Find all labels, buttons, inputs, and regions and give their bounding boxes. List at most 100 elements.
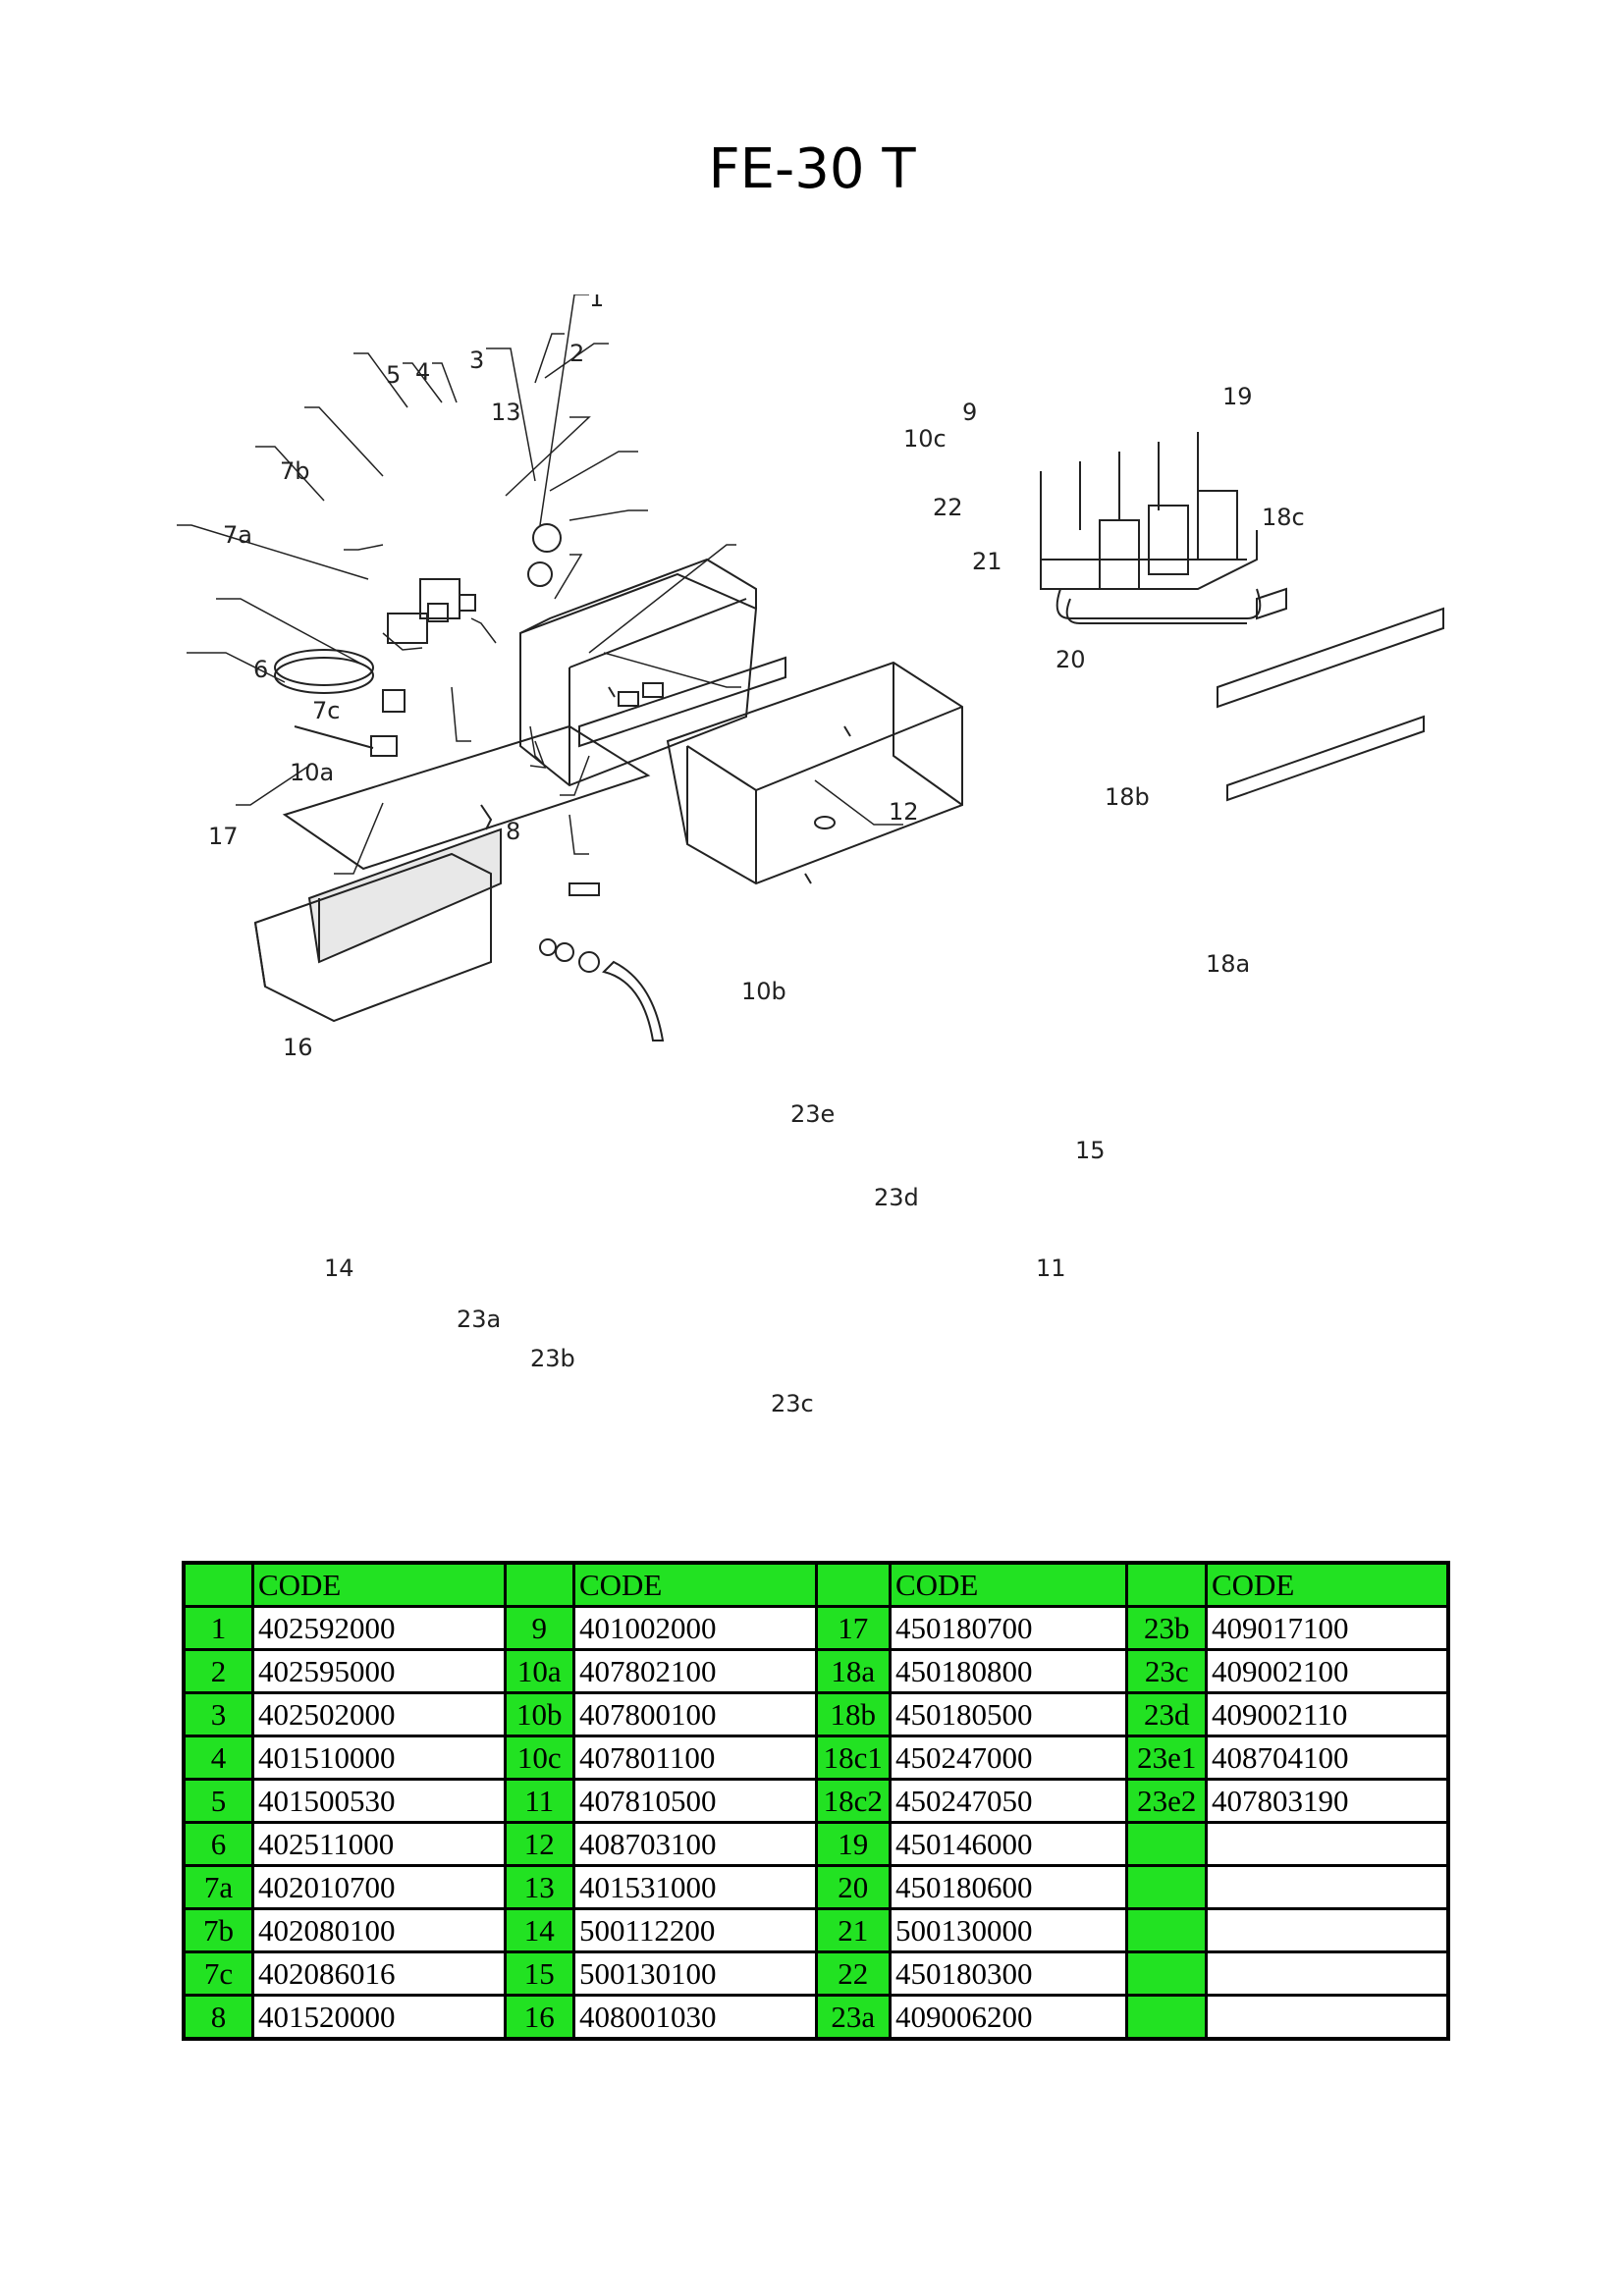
table-header-row: CODE CODE CODE CODE xyxy=(182,1561,1450,1608)
part-code-cell: 407800100 xyxy=(571,1691,818,1737)
part-code-cell: 401520000 xyxy=(250,1994,507,2041)
part-code-cell: 402592000 xyxy=(250,1605,507,1651)
part-number-cell: 18a xyxy=(814,1648,892,1694)
part-number-cell: 10c xyxy=(503,1735,575,1781)
callout-18c: 18c xyxy=(1262,504,1305,531)
part-code-cell xyxy=(1204,1821,1450,1867)
callout-14: 14 xyxy=(324,1255,354,1282)
callout-10a: 10a xyxy=(290,759,334,786)
part-code-cell: 450247050 xyxy=(888,1778,1129,1824)
callout-5: 5 xyxy=(386,361,401,389)
part-code-cell xyxy=(1204,1994,1450,2041)
part-number-cell: 23e1 xyxy=(1125,1735,1208,1781)
part-code-cell xyxy=(1204,1950,1450,1997)
part-number-cell: 7a xyxy=(182,1864,254,1910)
part-number-cell: 3 xyxy=(182,1691,254,1737)
callout-10b: 10b xyxy=(741,978,786,1005)
part-code-cell: 401531000 xyxy=(571,1864,818,1910)
callout-11: 11 xyxy=(1036,1255,1066,1282)
part-number-cell: 23d xyxy=(1125,1691,1208,1737)
part-code-cell: 402086016 xyxy=(250,1950,507,1997)
part-number-cell: 10b xyxy=(503,1691,575,1737)
control-box-drawing xyxy=(519,558,786,787)
callout-1: 1 xyxy=(589,294,604,312)
part-code-cell xyxy=(1204,1864,1450,1910)
part-number-cell: 16 xyxy=(503,1994,575,2041)
part-number-cell: 23a xyxy=(814,1994,892,2041)
part-number-cell: 6 xyxy=(182,1821,254,1867)
part-code-cell: 401500530 xyxy=(250,1778,507,1824)
part-number-cell: 13 xyxy=(503,1864,575,1910)
part-code-cell: 450180600 xyxy=(888,1864,1129,1910)
callout-7a: 7a xyxy=(223,521,252,549)
header-cell xyxy=(503,1561,575,1608)
part-number-cell: 9 xyxy=(503,1605,575,1651)
part-code-cell: 409017100 xyxy=(1204,1605,1450,1651)
part-code-cell: 500112200 xyxy=(571,1907,818,1953)
callout-15: 15 xyxy=(1075,1137,1106,1164)
page-title: FE-30 T xyxy=(708,137,916,201)
part-number-cell: 18c1 xyxy=(814,1735,892,1781)
exploded-parts-diagram: 1 2 3 4 5 6 7a 7b 7c 8 9 10a 10b 10c 11 … xyxy=(157,294,1453,1423)
tank-drawing xyxy=(666,661,963,885)
callout-3: 3 xyxy=(469,347,484,374)
callout-13: 13 xyxy=(491,399,521,426)
callout-4: 4 xyxy=(415,358,430,386)
part-code-cell: 450180500 xyxy=(888,1691,1129,1737)
part-code-cell: 402010700 xyxy=(250,1864,507,1910)
callout-9: 9 xyxy=(962,399,977,426)
part-number-cell: 17 xyxy=(814,1605,892,1651)
part-number-cell xyxy=(1125,1821,1208,1867)
part-number-cell: 23e2 xyxy=(1125,1778,1208,1824)
part-code-cell: 408704100 xyxy=(1204,1735,1450,1781)
part-code-cell: 450180700 xyxy=(888,1605,1129,1651)
part-code-cell: 408001030 xyxy=(571,1994,818,2041)
part-code-cell: 450146000 xyxy=(888,1821,1129,1867)
part-number-cell xyxy=(1125,1907,1208,1953)
leader-lines xyxy=(177,294,903,875)
part-number-cell: 14 xyxy=(503,1907,575,1953)
part-code-cell: 402502000 xyxy=(250,1691,507,1737)
part-code-cell: 401002000 xyxy=(571,1605,818,1651)
part-code-cell: 407810500 xyxy=(571,1778,818,1824)
callout-23c: 23c xyxy=(771,1390,814,1417)
header-cell xyxy=(182,1561,254,1608)
part-number-cell: 23c xyxy=(1125,1648,1208,1694)
part-code-cell: 450180800 xyxy=(888,1648,1129,1694)
callout-10c: 10c xyxy=(903,425,947,453)
callout-23b: 23b xyxy=(530,1345,575,1372)
callout-12: 12 xyxy=(889,798,919,826)
part-number-cell: 12 xyxy=(503,1821,575,1867)
part-number-cell: 18b xyxy=(814,1691,892,1737)
part-number-cell: 23b xyxy=(1125,1605,1208,1651)
basket-drawing xyxy=(307,828,502,964)
part-number-cell xyxy=(1125,1994,1208,2041)
callout-16: 16 xyxy=(283,1034,313,1061)
part-code-cell: 401510000 xyxy=(250,1735,507,1781)
part-number-cell: 1 xyxy=(182,1605,254,1651)
part-number-cell: 5 xyxy=(182,1778,254,1824)
header-cell xyxy=(1125,1561,1208,1608)
part-number-cell: 7b xyxy=(182,1907,254,1953)
part-code-cell: 450247000 xyxy=(888,1735,1129,1781)
part-code-cell: 407802100 xyxy=(571,1648,818,1694)
part-code-cell: 409002100 xyxy=(1204,1648,1450,1694)
part-code-cell: 407801100 xyxy=(571,1735,818,1781)
lid-drawing xyxy=(282,724,651,871)
callout-18b: 18b xyxy=(1105,783,1150,811)
part-code-cell: 409002110 xyxy=(1204,1691,1450,1737)
part-code-cell: 407803190 xyxy=(1204,1778,1450,1824)
callout-8: 8 xyxy=(506,818,520,845)
callout-23d: 23d xyxy=(874,1184,919,1211)
header-cell: CODE xyxy=(1204,1561,1450,1608)
part-code-cell: 402511000 xyxy=(250,1821,507,1867)
callout-6: 6 xyxy=(253,656,268,683)
part-code-cell xyxy=(1204,1907,1450,1953)
